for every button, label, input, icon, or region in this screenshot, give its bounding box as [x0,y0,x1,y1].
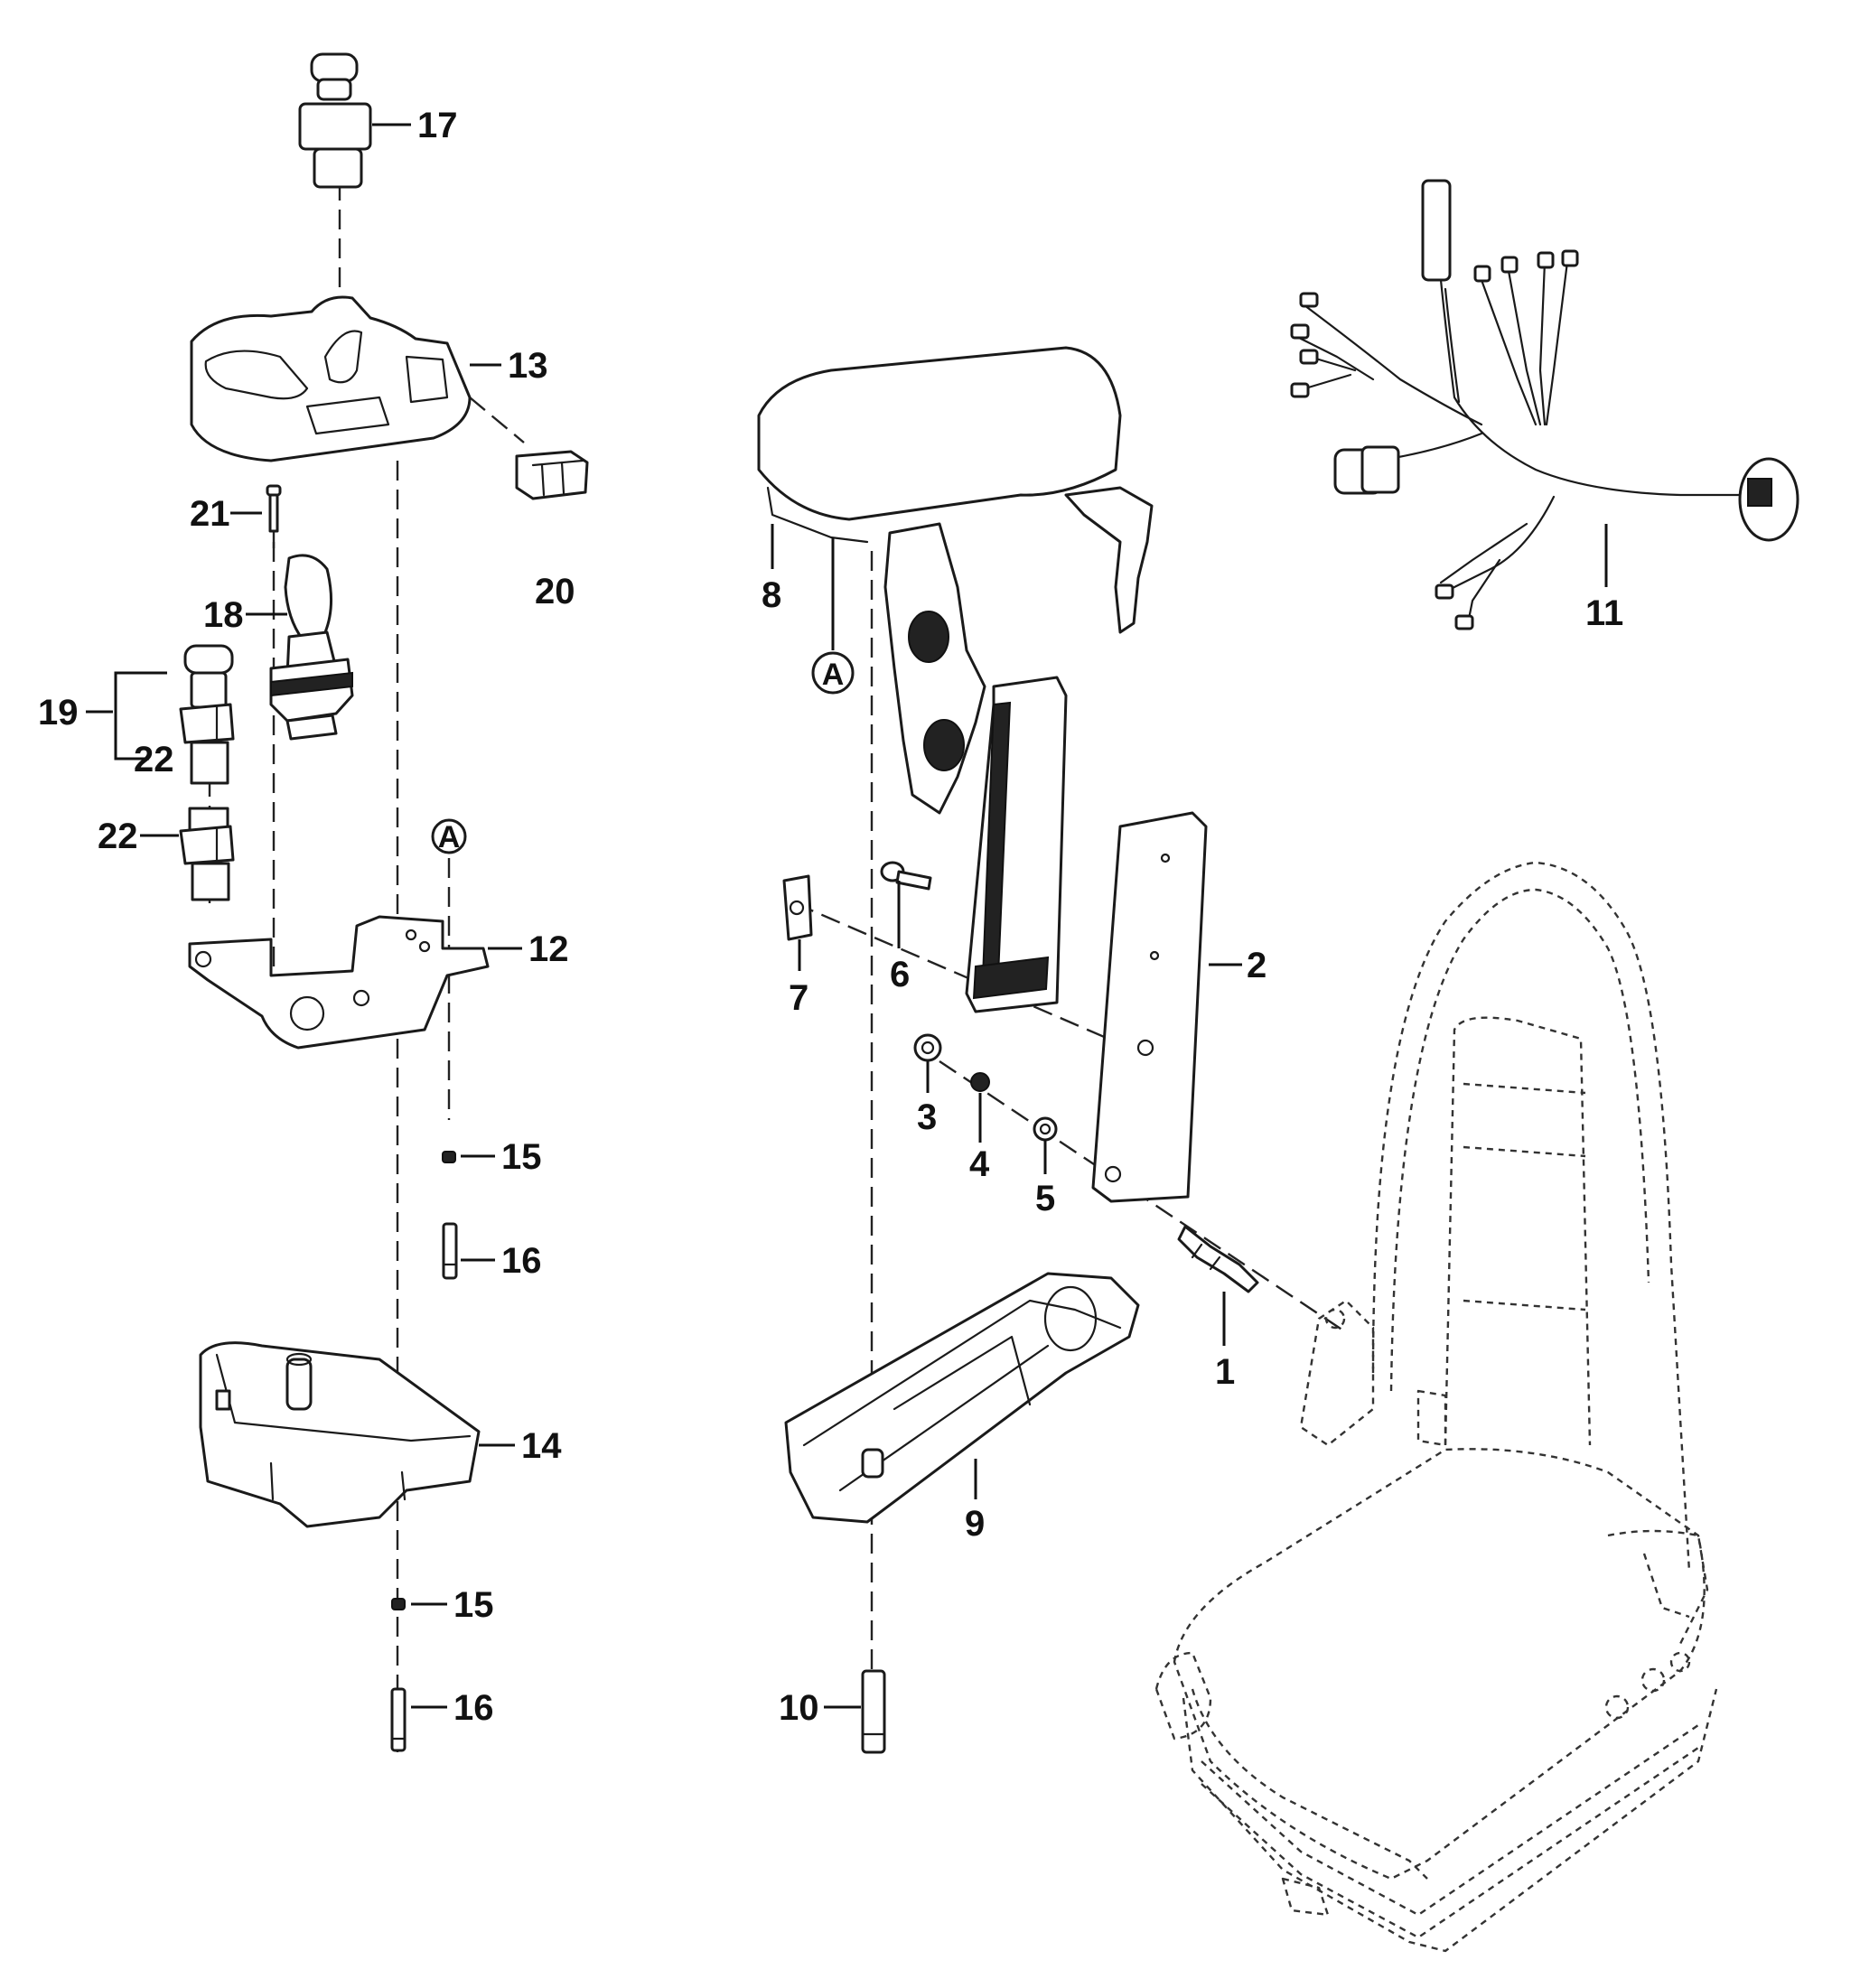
callout-6: 6 [890,955,910,994]
bolt-part-10 [861,1669,886,1754]
bolt-part-16-lower [390,1687,407,1752]
reference-label-a-left: A [438,820,461,854]
push-button-part-19 [183,644,234,709]
callout-2: 2 [1247,946,1266,985]
seat-phantom-outline [1154,861,1718,1953]
callout-17: 17 [417,106,458,145]
pin-part-1 [1177,1225,1259,1293]
nut-part-3 [913,1033,942,1062]
callout-5: 5 [1035,1179,1055,1218]
callout-16-upper: 16 [501,1241,542,1281]
callout-3: 3 [917,1097,937,1137]
callout-1: 1 [1215,1352,1235,1392]
callout-14: 14 [521,1426,562,1466]
reference-label-a-center: A [822,658,845,692]
callout-22-lower: 22 [98,817,138,856]
knob-part-17 [298,52,372,189]
switch-part-20 [515,450,589,500]
nut-part-15-lower [391,1598,406,1610]
screw-part-21 [266,484,282,533]
callout-8: 8 [762,575,781,615]
callout-15-upper: 15 [501,1137,542,1177]
callout-16-lower: 16 [453,1688,494,1728]
contact-block-part-22-upper [179,703,235,785]
nut-part-15-upper [442,1151,456,1163]
mounting-plate-part-12 [188,915,490,1050]
callout-21: 21 [190,494,230,534]
wiring-harness-part-11 [1290,179,1799,630]
leader-lines [86,123,1608,1709]
washer-part-5 [1033,1116,1058,1142]
callout-11: 11 [1585,593,1623,633]
callout-19: 19 [38,693,79,733]
reference-circle-a-center: A [811,651,855,695]
callout-4: 4 [969,1144,990,1184]
lower-housing-part-9 [784,1272,1140,1524]
callout-9: 9 [965,1504,985,1544]
backing-plate-part-2 [1091,811,1208,1203]
screw-part-6 [880,861,932,891]
armrest-pad-part-8 [757,346,1154,634]
lock-washer-part-4 [970,1072,990,1092]
callout-15-lower: 15 [453,1585,494,1625]
bolt-part-16-upper [442,1222,458,1280]
callout-10: 10 [779,1688,819,1728]
lower-tray-part-14 [199,1341,481,1528]
assembly-axis-switch [469,397,525,443]
reference-circle-a-left: A [431,818,467,854]
joystick-part-18 [269,554,354,741]
callout-numbers: 1 2 3 4 5 6 7 8 9 10 11 12 13 14 15 15 1… [38,106,1623,1728]
armrest-support-arm [883,522,986,815]
console-housing-part-13 [190,295,472,462]
callout-18: 18 [203,595,244,635]
callout-13: 13 [508,346,548,386]
callout-7: 7 [789,978,808,1018]
callout-20: 20 [535,572,575,611]
contact-block-part-22-lower [179,807,235,901]
control-panel-bar [965,676,1068,1013]
clip-nut-part-7 [782,874,813,941]
callout-22-upper: 22 [134,740,174,779]
callout-12: 12 [528,929,569,969]
assembly-axis-center-fixings [794,901,1130,1050]
